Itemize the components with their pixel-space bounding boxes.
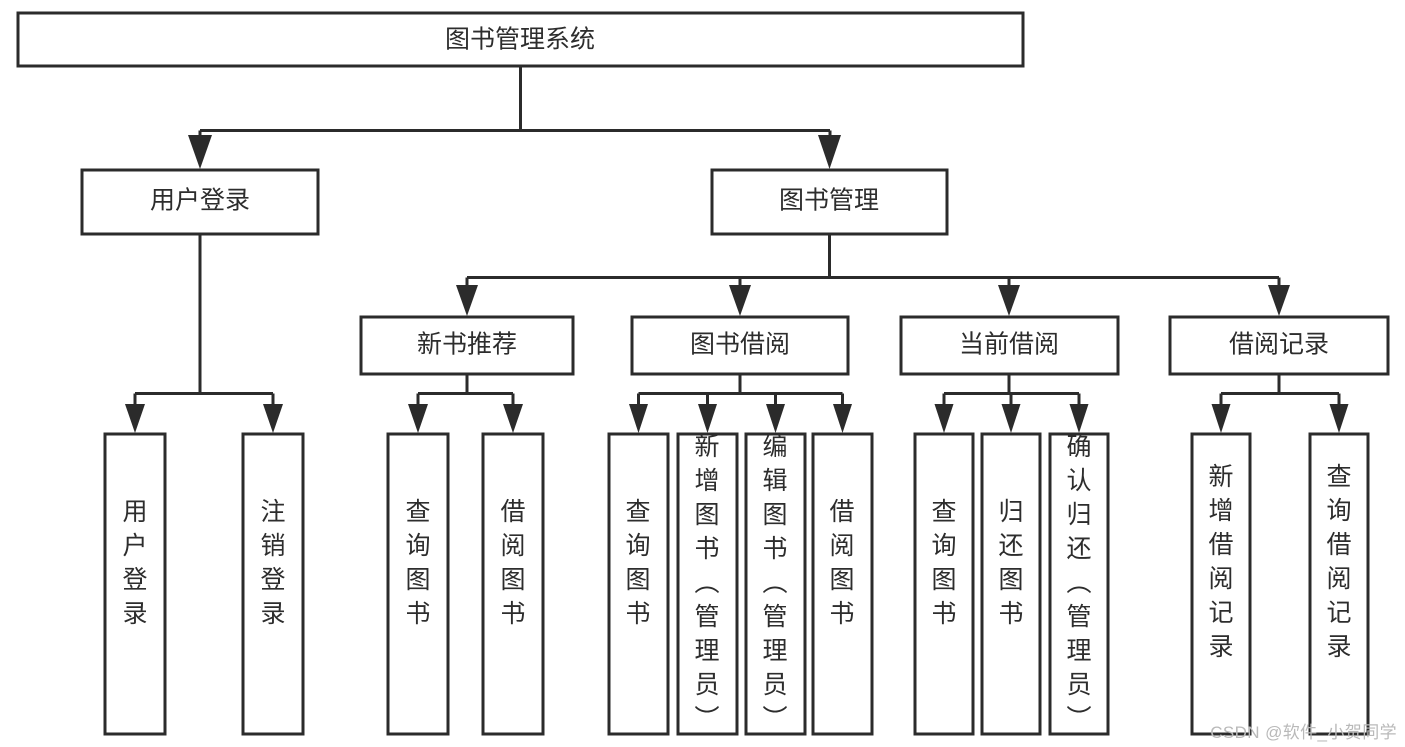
node-leaf-user-login[interactable]: 用户登录 bbox=[103, 432, 167, 736]
node-leaf-confirm-return[interactable]: 确认归还︵管理员︶ bbox=[1048, 432, 1110, 736]
node-layer: 图书管理系统 用户登录 图书管理 新书推荐 图书借阅 当前 bbox=[16, 11, 1390, 736]
arrowhead-to-leaf-borrow-book-2 bbox=[833, 404, 852, 433]
connector-currentborrow-to-leaves bbox=[942, 374, 1081, 414]
node-new-book-rec[interactable]: 新书推荐 bbox=[359, 315, 575, 376]
node-leaf-user-login-label: 用户登录 bbox=[122, 498, 147, 628]
arrowhead-to-borrow-record bbox=[1268, 285, 1290, 316]
connector-newbookrec-to-leaves bbox=[416, 374, 515, 414]
node-leaf-add-book[interactable]: 新增图书︵管理员︶ bbox=[676, 432, 739, 736]
node-current-borrow-label: 当前借阅 bbox=[959, 331, 1059, 359]
arrowhead-to-leaf-add-record bbox=[1211, 404, 1231, 433]
node-book-borrow[interactable]: 图书借阅 bbox=[630, 315, 850, 376]
node-root[interactable]: 图书管理系统 bbox=[16, 11, 1025, 68]
node-borrow-record[interactable]: 借阅记录 bbox=[1168, 315, 1390, 376]
node-leaf-add-record[interactable]: 新增借阅记录 bbox=[1190, 432, 1252, 736]
node-new-book-rec-label: 新书推荐 bbox=[417, 331, 517, 359]
node-leaf-query-book-2-label: 查询图书 bbox=[625, 498, 650, 628]
node-book-manage-label: 图书管理 bbox=[779, 187, 879, 215]
node-leaf-add-book-box[interactable] bbox=[676, 432, 739, 736]
arrowhead-to-leaf-user-login bbox=[125, 404, 145, 433]
node-user-login-label: 用户登录 bbox=[150, 187, 250, 215]
arrowhead-to-leaf-add-book bbox=[698, 404, 717, 433]
node-leaf-query-book-1-label: 查询图书 bbox=[405, 498, 430, 628]
node-leaf-borrow-book-1-box[interactable] bbox=[481, 432, 545, 736]
connector-borrowrecord-to-leaves bbox=[1219, 374, 1341, 414]
node-borrow-record-label: 借阅记录 bbox=[1229, 331, 1329, 359]
node-leaf-query-record[interactable]: 查询借阅记录 bbox=[1308, 432, 1370, 736]
arrowhead-to-current-borrow bbox=[998, 285, 1020, 316]
connector-root-to-level1 bbox=[198, 66, 832, 150]
node-leaf-confirm-return-label: 确认归还︵管理员︶ bbox=[1066, 433, 1091, 733]
node-leaf-query-book-3-box[interactable] bbox=[913, 432, 975, 736]
node-leaf-query-record-box[interactable] bbox=[1308, 432, 1370, 736]
node-leaf-confirm-return-box[interactable] bbox=[1048, 432, 1110, 736]
arrowhead-layer bbox=[125, 135, 1349, 433]
arrowhead-to-leaf-confirm-return bbox=[1069, 404, 1089, 433]
node-leaf-query-book-3-label: 查询图书 bbox=[931, 498, 956, 628]
arrowhead-to-leaf-query-book-3 bbox=[934, 404, 954, 433]
arrowhead-to-leaf-query-book-2 bbox=[629, 404, 648, 433]
node-leaf-logout-box[interactable] bbox=[241, 432, 305, 736]
node-leaf-add-book-label: 新增图书︵管理员︶ bbox=[694, 433, 719, 733]
arrowhead-to-user-login bbox=[188, 135, 212, 169]
node-leaf-query-book-2-box[interactable] bbox=[607, 432, 670, 736]
node-root-box[interactable] bbox=[16, 11, 1025, 68]
arrowhead-to-book-borrow bbox=[729, 285, 751, 316]
node-leaf-borrow-book-2-label: 借阅图书 bbox=[829, 498, 854, 628]
node-leaf-logout-label: 注销登录 bbox=[260, 498, 285, 628]
arrowhead-to-leaf-edit-book bbox=[766, 404, 785, 433]
node-leaf-query-record-label: 查询借阅记录 bbox=[1326, 463, 1351, 661]
arrowhead-to-leaf-return-book bbox=[1001, 404, 1021, 433]
node-book-borrow-box[interactable] bbox=[630, 315, 850, 376]
arrowhead-to-leaf-query-book-1 bbox=[408, 404, 428, 433]
node-user-login-box[interactable] bbox=[80, 168, 320, 236]
connector-bookborrow-to-leaves bbox=[637, 374, 844, 414]
node-borrow-record-box[interactable] bbox=[1168, 315, 1390, 376]
node-leaf-borrow-book-1[interactable]: 借阅图书 bbox=[481, 432, 545, 736]
node-leaf-query-book-2[interactable]: 查询图书 bbox=[607, 432, 670, 736]
node-leaf-edit-book-box[interactable] bbox=[744, 432, 807, 736]
node-leaf-borrow-book-2-box[interactable] bbox=[811, 432, 874, 736]
arrowhead-to-leaf-logout bbox=[263, 404, 283, 433]
connector-bookmanage-to-level2 bbox=[465, 234, 1281, 297]
node-leaf-return-book-box[interactable] bbox=[980, 432, 1042, 736]
node-root-label: 图书管理系统 bbox=[445, 26, 595, 54]
node-leaf-add-record-label: 新增借阅记录 bbox=[1208, 463, 1233, 661]
node-leaf-query-book-3[interactable]: 查询图书 bbox=[913, 432, 975, 736]
node-leaf-borrow-book-1-label: 借阅图书 bbox=[500, 498, 525, 628]
node-leaf-query-book-1-box[interactable] bbox=[386, 432, 450, 736]
node-leaf-add-record-box[interactable] bbox=[1190, 432, 1252, 736]
node-leaf-borrow-book-2[interactable]: 借阅图书 bbox=[811, 432, 874, 736]
csdn-watermark: CSDN @软件_小贺同学 bbox=[1210, 723, 1397, 742]
node-new-book-rec-box[interactable] bbox=[359, 315, 575, 376]
node-user-login[interactable]: 用户登录 bbox=[80, 168, 320, 236]
node-leaf-user-login-box[interactable] bbox=[103, 432, 167, 736]
node-leaf-query-book-1[interactable]: 查询图书 bbox=[386, 432, 450, 736]
arrowhead-to-new-book-rec bbox=[456, 285, 478, 316]
arrowhead-to-book-manage bbox=[818, 135, 841, 169]
node-leaf-logout[interactable]: 注销登录 bbox=[241, 432, 305, 736]
node-leaf-return-book[interactable]: 归还图书 bbox=[980, 432, 1042, 736]
node-book-manage-box[interactable] bbox=[710, 168, 949, 236]
arrowhead-to-leaf-query-record bbox=[1329, 404, 1349, 433]
node-leaf-edit-book-label: 编辑图书︵管理员︶ bbox=[762, 433, 787, 733]
node-leaf-edit-book[interactable]: 编辑图书︵管理员︶ bbox=[744, 432, 807, 736]
node-current-borrow-box[interactable] bbox=[899, 315, 1120, 376]
arrowhead-to-leaf-borrow-book-1 bbox=[503, 404, 523, 433]
node-current-borrow[interactable]: 当前借阅 bbox=[899, 315, 1120, 376]
node-book-borrow-label: 图书借阅 bbox=[690, 331, 790, 359]
node-book-manage[interactable]: 图书管理 bbox=[710, 168, 949, 236]
connector-userlogin-to-leaves bbox=[133, 234, 275, 414]
node-leaf-return-book-label: 归还图书 bbox=[998, 498, 1023, 628]
